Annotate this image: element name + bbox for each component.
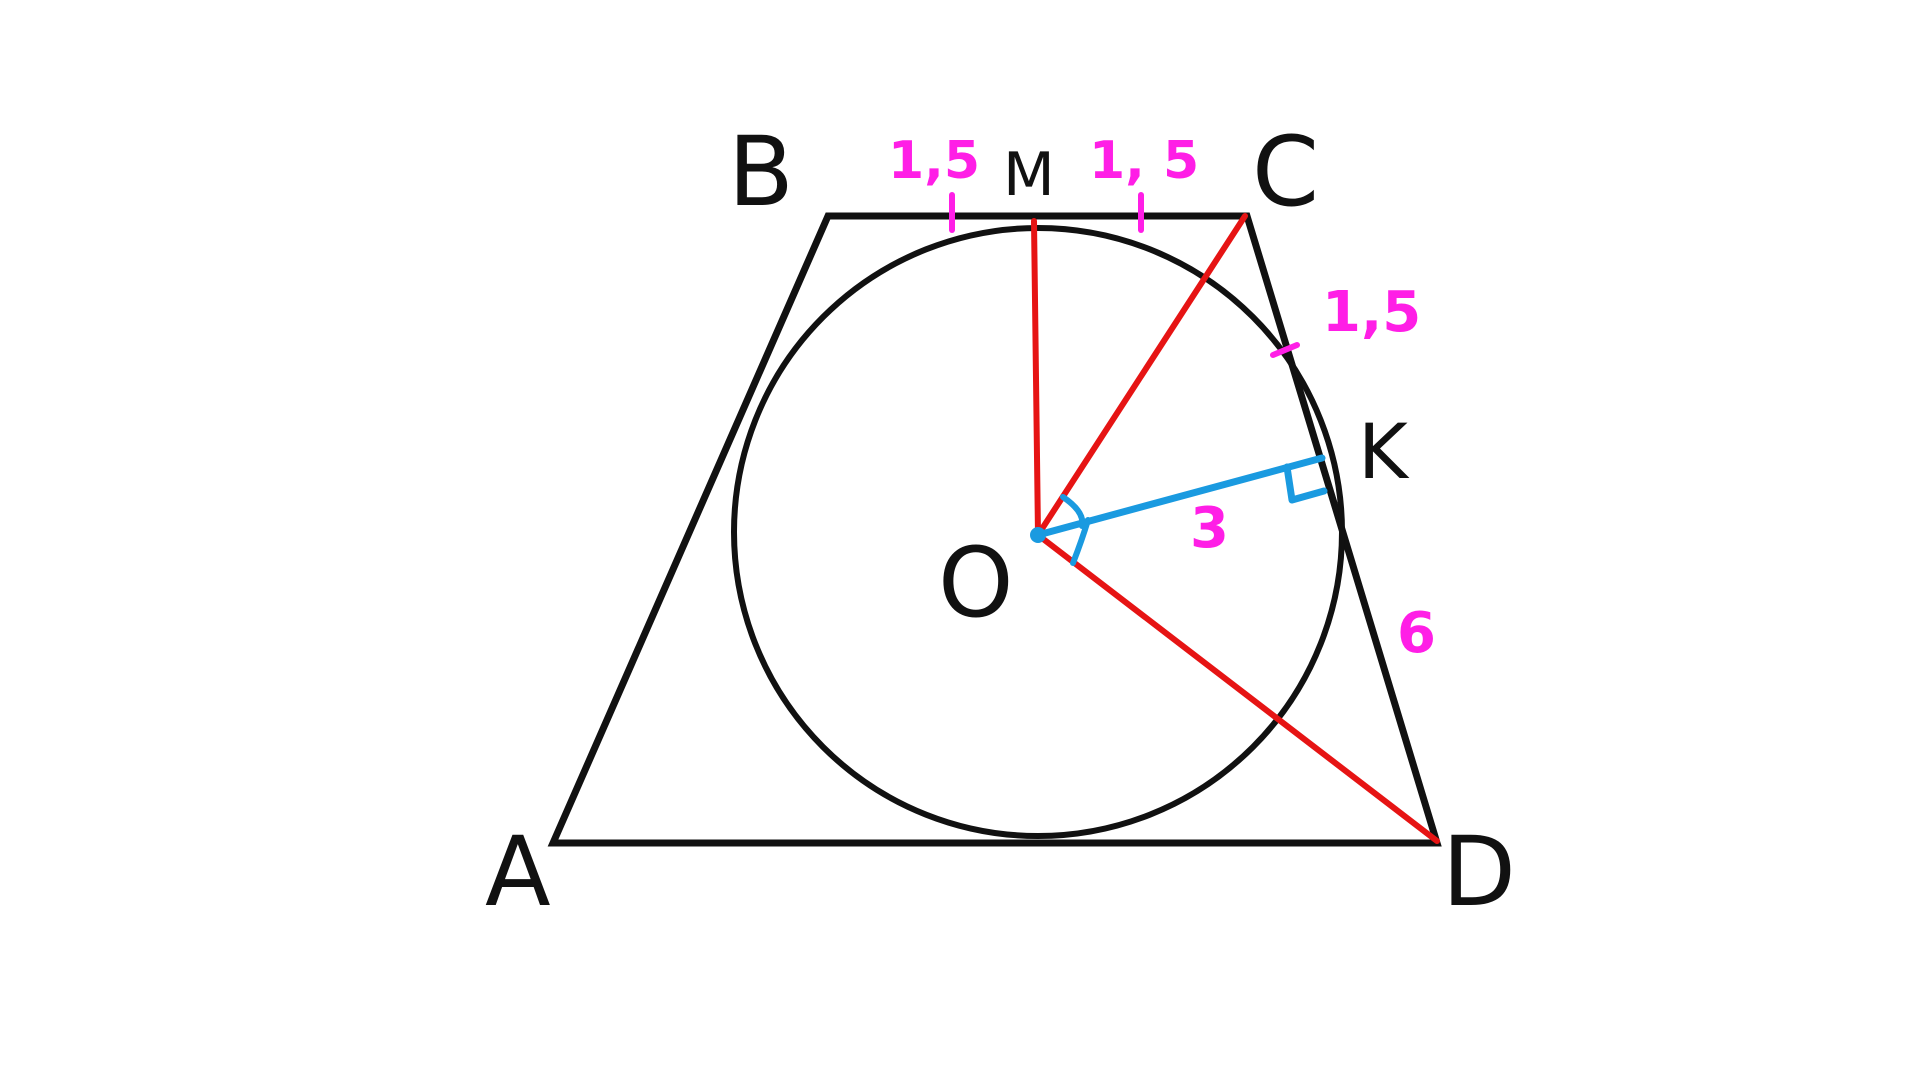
point-label-k: K xyxy=(1358,407,1410,496)
right-angle-mark-k xyxy=(1283,463,1328,504)
segment-om xyxy=(1031,218,1041,538)
annotation-bm: 1,5 xyxy=(888,131,980,191)
angle-mark-kod xyxy=(1070,517,1091,566)
center-point-o xyxy=(1030,527,1046,543)
inscribed-circle xyxy=(731,225,1345,839)
segment-oc xyxy=(1035,213,1248,538)
vertex-label-c: C xyxy=(1252,116,1319,228)
vertex-label-d: D xyxy=(1442,816,1516,928)
point-label-o: O xyxy=(938,527,1014,639)
vertex-label-b: B xyxy=(728,116,794,228)
vertex-label-a: A xyxy=(485,816,551,928)
segment-od xyxy=(1035,532,1440,844)
annotation-ck: 1,5 xyxy=(1322,280,1421,345)
annotation-kd: 6 xyxy=(1397,601,1436,666)
point-label-m: M xyxy=(1003,140,1055,210)
annotation-ok: 3 xyxy=(1190,496,1229,561)
angle-mark-mok xyxy=(1060,494,1086,529)
annotation-mc: 1, 5 xyxy=(1089,131,1199,191)
tick-mark-ck xyxy=(1270,342,1300,358)
